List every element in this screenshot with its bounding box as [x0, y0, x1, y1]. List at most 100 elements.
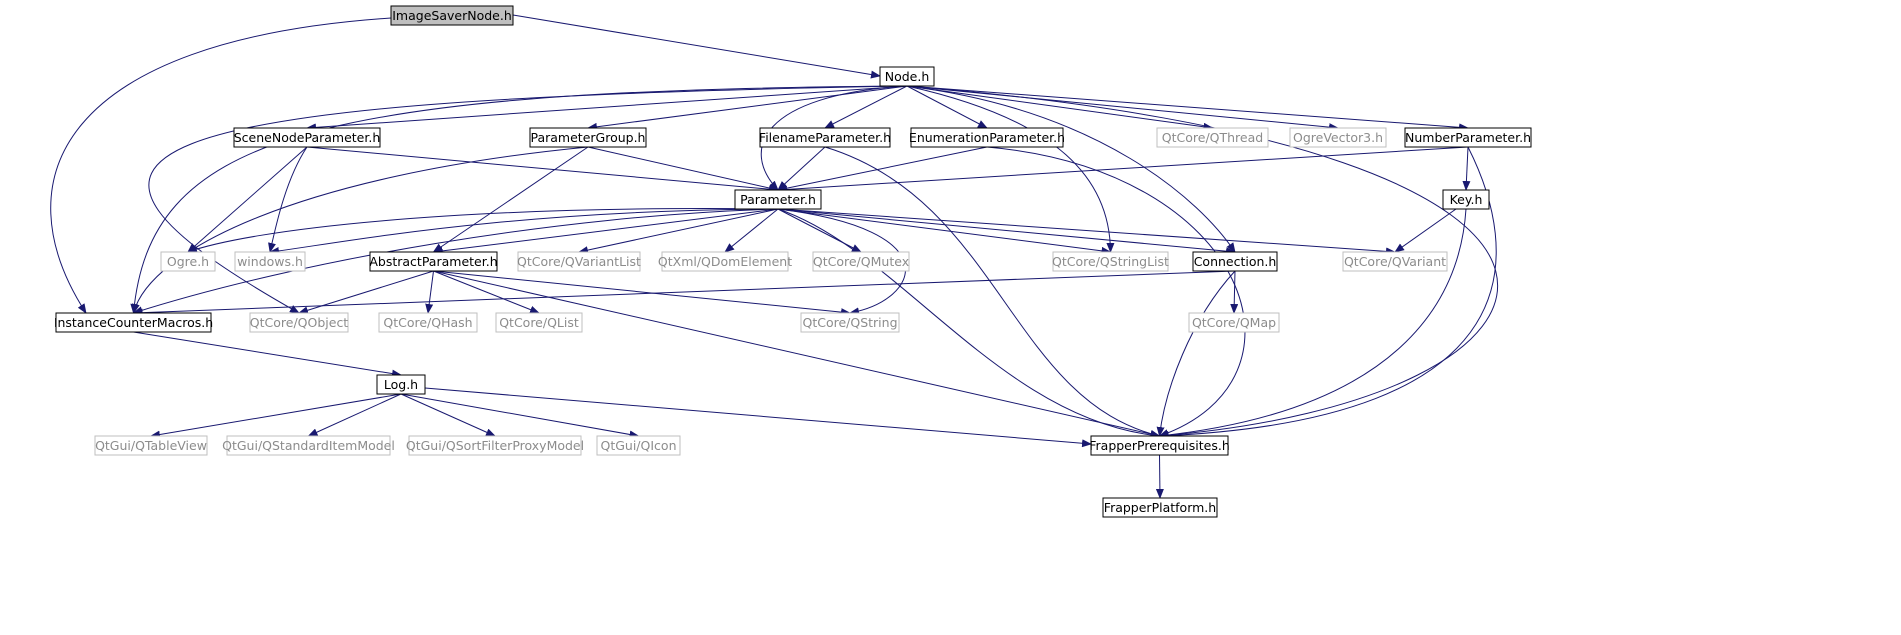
node-NumberParameter[interactable]: NumberParameter.h: [1404, 127, 1532, 148]
node-box: [529, 127, 647, 148]
edge-NumberParameter-to-Parameter: [777, 146, 1469, 194]
edge-Node-to-EnumerationParameter: [906, 85, 988, 129]
node-box: [759, 127, 891, 148]
node-label: QtCore/QThread: [1162, 130, 1263, 145]
node-FrapperPrerequisites[interactable]: FrapperPrerequisites.h: [1089, 435, 1230, 456]
node-Connection[interactable]: Connection.h: [1192, 251, 1278, 272]
node-box: [234, 251, 306, 272]
node-FilenameParameter[interactable]: FilenameParameter.h: [759, 127, 891, 148]
node-QStringList: QtCore/QStringList: [1052, 251, 1169, 272]
node-box: [1342, 251, 1448, 272]
node-label: QtCore/QHash: [383, 315, 472, 330]
edge-Node-to-SceneNodeParameter: [306, 85, 908, 132]
edge-Connection-to-QMap: [1230, 270, 1239, 314]
edge-NumberParameter-to-Key: [1462, 146, 1471, 191]
edge-Node-to-FilenameParameter: [824, 85, 908, 129]
node-label: Connection.h: [1194, 254, 1277, 269]
node-QDomElement: QtXml/QDomElement: [658, 251, 792, 272]
node-box: [390, 5, 514, 26]
edge-Node-to-Connection: [906, 85, 1236, 253]
node-label: QtGui/QIcon: [600, 438, 676, 453]
node-label: OgreVector3.h: [1293, 130, 1383, 145]
node-box: [55, 312, 212, 333]
node-ParameterGroup[interactable]: ParameterGroup.h: [529, 127, 647, 148]
edge-FilenameParameter-to-FrapperPrerequisites: [824, 146, 1161, 438]
edge-AbstractParameter-to-QList: [433, 270, 540, 314]
node-QObject: QtCore/QObject: [249, 312, 349, 333]
node-box: [734, 189, 822, 210]
edge-AbstractParameter-to-QString: [433, 270, 851, 317]
node-QList: QtCore/QList: [495, 312, 583, 333]
node-label: Key.h: [1450, 192, 1483, 207]
node-QThread: QtCore/QThread: [1156, 127, 1269, 148]
node-AbstractParameter[interactable]: AbstractParameter.h: [369, 251, 498, 272]
node-QVariant: QtCore/QVariant: [1342, 251, 1448, 272]
node-box: [160, 251, 216, 272]
edge-AbstractParameter-to-QHash: [425, 270, 434, 314]
node-label: ParameterGroup.h: [531, 130, 646, 145]
node-label: QtCore/QMutex: [813, 254, 909, 269]
edge-Parameter-to-AbstractParameter: [432, 208, 779, 255]
node-box: [249, 312, 349, 333]
node-box: [596, 435, 681, 456]
edge-Log-to-QStandardItemModel: [307, 393, 402, 437]
node-label: QtCore/QVariantList: [517, 254, 641, 269]
node-box: [1404, 127, 1532, 148]
edge-Parameter-to-windows: [269, 208, 779, 255]
edge-EnumerationParameter-to-Parameter: [777, 146, 988, 193]
edge-ParameterGroup-to-Parameter: [587, 146, 779, 192]
node-box: [1192, 251, 1278, 272]
node-box: [495, 312, 583, 333]
node-box: [1289, 127, 1387, 148]
node-label: EnumerationParameter.h: [909, 130, 1065, 145]
edge-Log-to-QIcon: [400, 393, 640, 439]
node-box: [812, 251, 910, 272]
node-QMap: QtCore/QMap: [1188, 312, 1280, 333]
node-label: windows.h: [237, 254, 303, 269]
node-label: Node.h: [885, 69, 930, 84]
node-box: [1188, 312, 1280, 333]
node-QTableView: QtGui/QTableView: [94, 435, 208, 456]
edge-Node-to-QStringList: [906, 85, 1115, 253]
edge-FrapperPrerequisites-to-FrapperPlatform: [1155, 454, 1164, 499]
node-label: Parameter.h: [740, 192, 816, 207]
node-EnumerationParameter[interactable]: EnumerationParameter.h: [909, 127, 1065, 148]
edge-Node-to-Parameter: [760, 85, 908, 191]
edge-Log-to-FrapperPrerequisites: [424, 387, 1092, 448]
node-FrapperPlatform[interactable]: FrapperPlatform.h: [1102, 497, 1218, 518]
node-QStandardItemModel: QtGui/QStandardItemModel: [222, 435, 395, 456]
node-box: [408, 435, 582, 456]
edge-AbstractParameter-to-QObject: [298, 270, 434, 315]
node-Key[interactable]: Key.h: [1442, 189, 1490, 210]
node-QHash: QtCore/QHash: [378, 312, 478, 333]
edge-Parameter-to-QVariant: [777, 208, 1396, 256]
node-label: QtGui/QTableView: [95, 438, 207, 453]
edge-ImageSaverNode-to-InstanceCounterMacros: [50, 17, 392, 314]
node-Node[interactable]: Node.h: [879, 66, 935, 87]
node-box: [517, 251, 641, 272]
node-SceneNodeParameter[interactable]: SceneNodeParameter.h: [233, 127, 381, 148]
edge-Connection-to-FrapperPrerequisites: [1156, 270, 1236, 437]
node-label: QtCore/QList: [499, 315, 579, 330]
edge-FilenameParameter-to-Parameter: [777, 146, 826, 191]
node-label: FrapperPlatform.h: [1104, 500, 1216, 515]
node-QVariantList: QtCore/QVariantList: [517, 251, 641, 272]
edge-ParameterGroup-to-InstanceCounterMacros: [131, 146, 589, 314]
node-box: [1090, 435, 1229, 456]
node-Parameter[interactable]: Parameter.h: [734, 189, 822, 210]
node-label: InstanceCounterMacros.h: [54, 315, 213, 330]
edge-ImageSaverNode-to-Node: [512, 14, 881, 79]
node-ImageSaverNode[interactable]: ImageSaverNode.h: [390, 5, 514, 26]
node-InstanceCounterMacros[interactable]: InstanceCounterMacros.h: [54, 312, 213, 333]
edge-Node-to-ParameterGroup: [587, 85, 908, 131]
edge-SceneNodeParameter-to-windows: [268, 146, 308, 253]
edge-ParameterGroup-to-AbstractParameter: [432, 146, 589, 253]
node-box: [378, 312, 478, 333]
node-Log[interactable]: Log.h: [376, 374, 426, 395]
node-label: QtCore/QVariant: [1344, 254, 1446, 269]
edge-Node-to-NumberParameter: [906, 85, 1469, 132]
node-box: [1442, 189, 1490, 210]
node-box: [661, 251, 789, 272]
edge-Parameter-to-Ogre: [187, 208, 779, 253]
